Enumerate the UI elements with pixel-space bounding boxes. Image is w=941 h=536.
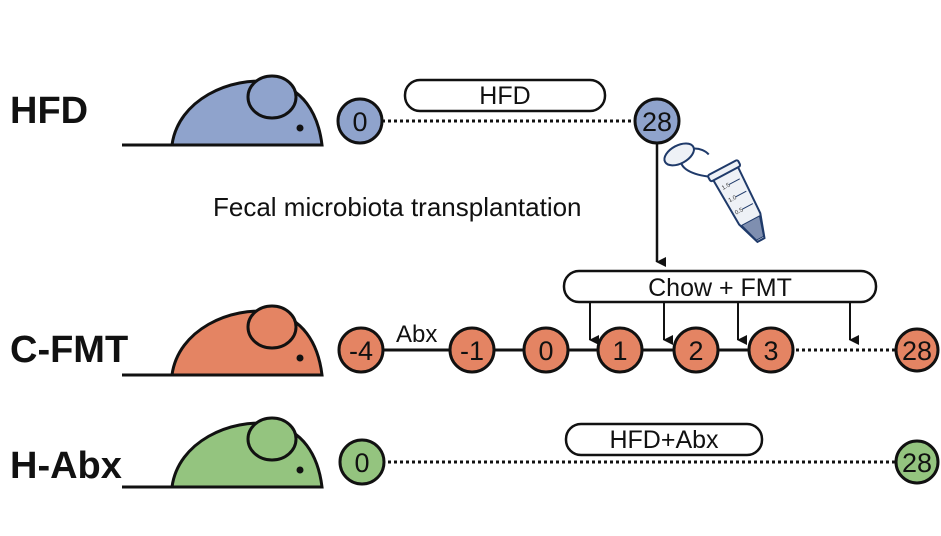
pill-hfd: HFD	[403, 78, 607, 113]
mouse-icon	[122, 416, 324, 489]
mouse-icon	[122, 74, 324, 147]
node-cfmt-3: 3	[747, 326, 795, 374]
svg-text:3: 3	[763, 336, 778, 366]
node-cfmt-1: 1	[596, 326, 644, 374]
group-label-habx: H-Abx	[10, 445, 122, 487]
node-hfd-28: 28	[633, 97, 681, 145]
group-label-cfmt: C-FMT	[10, 329, 128, 371]
svg-text:0: 0	[354, 448, 369, 478]
node-hfd-0: 0	[336, 97, 384, 145]
node-habx-0: 0	[338, 438, 386, 486]
node-habx-28: 28	[894, 439, 940, 485]
svg-text:28: 28	[642, 107, 672, 137]
svg-text:-1: -1	[460, 336, 484, 366]
node-cfmt-0: 0	[522, 326, 570, 374]
svg-text:-4: -4	[349, 336, 373, 366]
svg-text:2: 2	[688, 336, 703, 366]
svg-text:1.0: 1.0	[728, 195, 739, 205]
node-cfmt-2: 2	[672, 326, 720, 374]
microcentrifuge-tube-icon: 1.5 1.0 0.5	[663, 142, 766, 244]
svg-text:0: 0	[538, 336, 553, 366]
pill-hfd-abx-label: HFD+Abx	[609, 426, 719, 454]
pill-chow-fmt-label: Chow + FMT	[648, 274, 792, 302]
node-cfmt-neg1: -1	[448, 326, 496, 374]
svg-text:1.5: 1.5	[721, 182, 732, 192]
group-label-hfd: HFD	[10, 90, 88, 132]
svg-text:28: 28	[902, 448, 932, 478]
pill-hfd-label: HFD	[479, 82, 530, 110]
node-cfmt-28: 28	[894, 327, 940, 373]
pill-hfd-abx: HFD+Abx	[564, 422, 764, 457]
svg-text:28: 28	[902, 336, 932, 366]
transfer-label: Fecal microbiota transplantation	[213, 192, 582, 222]
svg-text:0: 0	[352, 107, 367, 137]
pill-chow-fmt: Chow + FMT	[562, 269, 878, 304]
svg-text:0.5: 0.5	[734, 207, 745, 217]
mouse-icon	[122, 304, 324, 377]
svg-text:1: 1	[612, 336, 627, 366]
node-cfmt-neg4: -4	[337, 326, 385, 374]
abx-pre-label: Abx	[396, 321, 437, 348]
